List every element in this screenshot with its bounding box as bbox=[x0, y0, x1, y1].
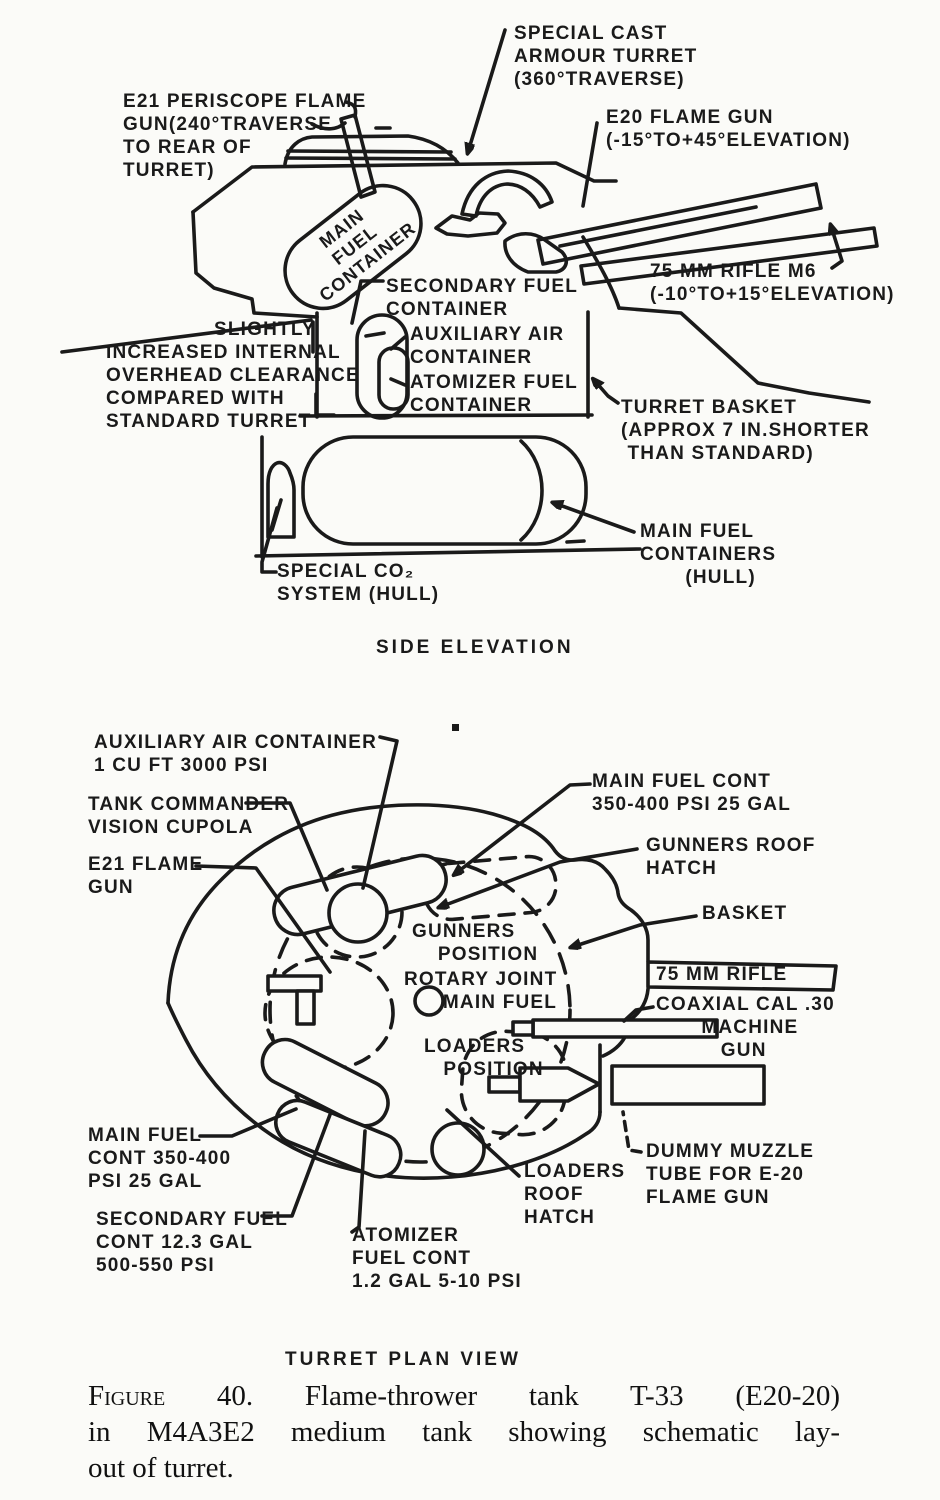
secondary-fuel-container-plan bbox=[274, 1098, 403, 1179]
rifle-m6-leader bbox=[831, 226, 844, 270]
main-fuel-bottom-leader bbox=[198, 1107, 298, 1138]
caption-line-3: out of turret. bbox=[88, 1452, 234, 1484]
atomizer-leader bbox=[389, 377, 407, 387]
label-commander-cupola: TANK COMMANDER VISION CUPOLA bbox=[88, 794, 290, 838]
gunners-hatch-leader bbox=[440, 847, 639, 907]
dummy-muzzle-leader bbox=[621, 1110, 643, 1154]
turret-basket-leader bbox=[594, 380, 620, 405]
coax-mg-muzzle bbox=[511, 1020, 535, 1037]
stray-dot bbox=[452, 724, 459, 731]
hull-main-fuel-capsule bbox=[301, 435, 588, 546]
dummy-tube-bullet bbox=[518, 1066, 601, 1103]
e21-periscope-hook bbox=[310, 121, 347, 131]
label-loaders-roof-hatch: LOADERS ROOF HATCH bbox=[524, 1161, 626, 1228]
co2-leader bbox=[260, 506, 279, 574]
e21-periscope-leader bbox=[344, 100, 358, 119]
barrel-recoil-line bbox=[558, 205, 758, 248]
side-elevation-title: SIDE ELEVATION bbox=[376, 637, 574, 658]
rotary-joint-circle bbox=[413, 985, 445, 1017]
mantlet-blob bbox=[503, 231, 569, 274]
e21-gun-bar-vertical bbox=[295, 989, 316, 1026]
label-e21-periscope: E21 PERISCOPE FLAME GUN(240°TRAVERSE TO … bbox=[123, 91, 367, 181]
clearance-leader bbox=[60, 318, 313, 354]
rotor-shield bbox=[460, 169, 554, 218]
turret-plan-outline-top bbox=[166, 803, 650, 1005]
lower-main-fuel-container bbox=[260, 1037, 390, 1128]
label-secondary-fuel-plan: SECONDARY FUEL CONT 12.3 GAL 500-550 PSI bbox=[96, 1209, 289, 1276]
hull-floor-dash bbox=[565, 539, 586, 544]
turret-outline-top bbox=[191, 161, 618, 214]
capsule-seam-arc bbox=[519, 439, 544, 542]
label-rifle-m6: 75 MM RIFLE M6 (-10°TO+15°ELEVATION) bbox=[650, 261, 895, 305]
side-elevation-drawing bbox=[60, 28, 879, 574]
caption-line-1: Figure 40. Flame-thrower tank T-33 (E20-… bbox=[88, 1378, 840, 1414]
plan-view-title: TURRET PLAN VIEW bbox=[285, 1349, 521, 1370]
plan-view-drawing bbox=[166, 724, 838, 1234]
turret-outline-left bbox=[191, 210, 319, 319]
coax-leader bbox=[622, 1005, 655, 1023]
turret-outline-right bbox=[581, 235, 621, 310]
label-gunners-roof-hatch: GUNNERS ROOF HATCH bbox=[646, 835, 816, 879]
capsule-cap-mark bbox=[364, 331, 386, 338]
aux-air-leader-plan bbox=[361, 735, 399, 890]
figure-number: Figure 40. bbox=[88, 1380, 254, 1412]
main-fuel-capsule bbox=[283, 183, 423, 311]
basket-floor bbox=[298, 413, 594, 418]
basket-leader-plan bbox=[572, 914, 698, 947]
special-cast-leader bbox=[468, 28, 507, 152]
loaders-hatch-leader bbox=[445, 1108, 521, 1178]
rifle-75mm-box bbox=[646, 960, 838, 992]
e20-gun-body bbox=[434, 211, 507, 238]
co2-bottle bbox=[266, 460, 296, 539]
label-clearance: SLIGHTLY INCREASED INTERNAL OVERHEAD CLE… bbox=[106, 319, 360, 432]
label-dummy-muzzle: DUMMY MUZZLE TUBE FOR E-20 FLAME GUN bbox=[646, 1141, 815, 1208]
e21-gun-bar-horizontal bbox=[266, 974, 323, 993]
periscope-tube bbox=[339, 113, 377, 199]
label-aux-air-plan: AUXILIARY AIR CONTAINER 1 CU FT 3000 PSI bbox=[94, 732, 378, 776]
label-e21-flame-gun: E21 FLAME GUN bbox=[88, 854, 204, 898]
hull-deck-line bbox=[617, 306, 871, 404]
atomizer-container-circle bbox=[430, 1121, 486, 1177]
label-auxiliary-air: AUXILIARY AIR CONTAINER bbox=[410, 324, 565, 368]
label-atomizer-fuel-plan: ATOMIZER FUEL CONT 1.2 GAL 5-10 PSI bbox=[352, 1225, 522, 1292]
label-rifle-75mm: 75 MM RIFLE bbox=[656, 964, 788, 985]
main-fuel-hull-leader bbox=[554, 503, 636, 534]
auxiliary-air-leader bbox=[389, 335, 407, 351]
label-turret-basket: TURRET BASKET (APPROX 7 IN.SHORTER THAN … bbox=[621, 397, 870, 464]
e21-leader-plan bbox=[194, 864, 332, 974]
commander-cupola-circle bbox=[327, 882, 389, 944]
label-co2-system: SPECIAL CO₂ SYSTEM (HULL) bbox=[277, 561, 440, 605]
cupola-band-2 bbox=[284, 156, 457, 161]
clearance-corner bbox=[314, 392, 336, 417]
main-fuel-top-leader bbox=[455, 782, 592, 874]
label-main-fuel-hull: MAIN FUEL CONTAINERS (HULL) bbox=[640, 521, 777, 588]
label-e20-flame-gun: E20 FLAME GUN (-15°TO+45°ELEVATION) bbox=[606, 107, 851, 151]
label-coaxial-mg: COAXIAL CAL .30 MACHINE GUN bbox=[656, 994, 835, 1061]
label-main-fuel-top: MAIN FUEL CONT 350-400 PSI 25 GAL bbox=[592, 771, 792, 815]
figure-caption: Figure 40. Flame-thrower tank T-33 (E20-… bbox=[88, 1378, 840, 1486]
atomizer-leader-plan bbox=[350, 1129, 367, 1234]
secondary-fuel-leader bbox=[350, 279, 385, 325]
label-special-cast: SPECIAL CAST ARMOUR TURRET (360°TRAVERSE… bbox=[514, 23, 698, 90]
label-loaders-position: LOADERS POSITION bbox=[424, 1036, 544, 1080]
secondary-fuel-leader-plan bbox=[260, 1110, 333, 1218]
hull-floor bbox=[254, 547, 642, 558]
label-basket: BASKET bbox=[702, 903, 788, 924]
caption-line1-text: Flame-thrower tank T-33 (E20-20) bbox=[304, 1380, 841, 1412]
e20-leader bbox=[581, 121, 599, 208]
label-atomizer-fuel: ATOMIZER FUEL CONTAINER bbox=[410, 372, 578, 416]
label-secondary-fuel: SECONDARY FUEL CONTAINER bbox=[386, 276, 579, 320]
commander-leader bbox=[244, 801, 329, 892]
dummy-tube-body bbox=[610, 1064, 766, 1106]
gun-barrel-75mm bbox=[536, 182, 823, 266]
lower-gun-tube bbox=[579, 226, 879, 286]
label-gunners-position: GUNNERS POSITION bbox=[412, 921, 539, 965]
cupola-band-1 bbox=[286, 149, 453, 154]
label-main-fuel-bottom: MAIN FUEL CONT 350-400 PSI 25 GAL bbox=[88, 1125, 232, 1192]
caption-line-2: in M4A3E2 medium tank showing schematic … bbox=[88, 1416, 840, 1448]
label-rotary-joint: ROTARY JOINT MAIN FUEL bbox=[404, 969, 558, 1013]
